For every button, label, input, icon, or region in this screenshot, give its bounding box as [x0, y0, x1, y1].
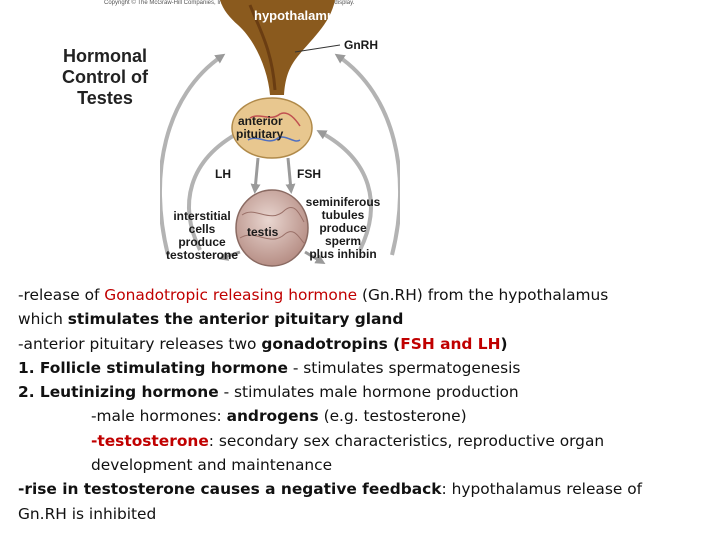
diagram-illustration: [157, 0, 403, 267]
seminiferous-line-4: sperm: [324, 234, 362, 248]
seminiferous-line-2: tubules: [321, 208, 365, 222]
fsh-heading: 1. Follicle stimulating hormone: [18, 358, 288, 377]
text-line-8: development and maintenance: [91, 456, 333, 475]
title-line-1: Hormonal: [62, 46, 147, 66]
fsh-lh-term: FSH and LH: [400, 334, 501, 353]
text-line-7: -testosterone: secondary sex characteris…: [18, 429, 708, 453]
seminiferous-line-5: plus inhibin: [309, 247, 377, 261]
gonadotropins-term: gonadotropins: [261, 334, 388, 353]
testosterone-term: -testosterone: [91, 431, 209, 450]
text-line-9: -rise in testosterone causes a negative …: [18, 477, 708, 501]
feedback-arrow-left-outer: [157, 53, 226, 256]
gnrh-term: Gonadotropic releasing hormone: [104, 286, 358, 304]
feedback-arrow-right-outer: [334, 53, 403, 256]
text-line-3: -anterior pituitary releases two gonadot…: [18, 332, 708, 356]
text-span: : secondary sex characteristics, reprodu…: [208, 431, 605, 450]
hypothalamus-tissue: [220, 0, 335, 95]
text-span: (e.g. testosterone): [318, 407, 467, 426]
lh-arrow: [250, 157, 261, 194]
text-span: -male hormones:: [91, 407, 227, 426]
text-line-4: 1. Follicle stimulating hormone - stimul…: [18, 356, 708, 380]
anterior-pituitary-gland: [231, 97, 313, 159]
title-line-3: Testes: [77, 88, 133, 108]
label-gnrh: GnRH: [344, 38, 378, 52]
label-pituitary: pituitary: [236, 127, 284, 141]
text-span: : hypothalamus release of: [441, 480, 643, 499]
label-anterior: anterior: [238, 114, 283, 128]
label-lh: LH: [215, 167, 231, 181]
label-hypothalamus: hypothalamus: [254, 8, 343, 23]
seminiferous-line-3: produce: [319, 221, 367, 235]
feedback-arrow-left-inner: [187, 130, 244, 251]
text-line-10: Gn.RH is inhibited: [18, 504, 157, 523]
text-span: which: [18, 310, 68, 329]
text-span: (: [387, 334, 401, 353]
text-line-2: which stimulates the anterior pituitary …: [18, 307, 708, 331]
label-fsh: FSH: [297, 167, 321, 181]
text-span: - stimulates spermatogenesis: [287, 358, 521, 377]
text-span: stimulates the anterior pituitary gland: [67, 310, 404, 329]
feedback-arrow-right-inner: [316, 130, 373, 251]
interstitial-line-1: interstitial: [173, 209, 231, 223]
text-span: - stimulates male hormone production: [218, 383, 519, 402]
diagram-title: Hormonal Control of Testes: [50, 46, 160, 109]
testis-organ: [235, 189, 309, 267]
text-span: -anterior pituitary releases two: [18, 334, 262, 353]
androgens-term: androgens: [226, 407, 319, 426]
text-span: -release of: [18, 286, 105, 304]
text-span: ): [500, 334, 508, 353]
label-seminiferous-tubules: seminiferous tubules produce sperm plus …: [300, 196, 386, 261]
text-line-6: -male hormones: androgens (e.g. testoste…: [18, 404, 708, 428]
text-line-1: -release of Gonadotropic releasing hormo…: [18, 283, 708, 307]
text-line-5: 2. Leutinizing hormone - stimulates male…: [18, 380, 708, 404]
label-testis: testis: [247, 225, 279, 239]
feedback-term: -rise in testosterone causes a negative …: [18, 480, 442, 499]
hormonal-diagram: hypothalamus GnRH anterior pituitary LH …: [157, 0, 403, 275]
explanation-text: -release of Gonadotropic releasing hormo…: [18, 283, 708, 526]
lh-heading: 2. Leutinizing hormone: [18, 383, 219, 402]
seminiferous-line-1: seminiferous: [305, 195, 381, 209]
text-span: (Gn.RH) from the hypothalamus: [357, 286, 609, 304]
interstitial-line-3: produce: [178, 235, 226, 249]
title-line-2: Control of: [62, 67, 148, 87]
interstitial-line-4: testosterone: [165, 248, 239, 262]
label-interstitial-cells: interstitial cells produce testosterone: [160, 210, 244, 262]
interstitial-line-2: cells: [188, 222, 216, 236]
fsh-arrow: [285, 157, 296, 194]
